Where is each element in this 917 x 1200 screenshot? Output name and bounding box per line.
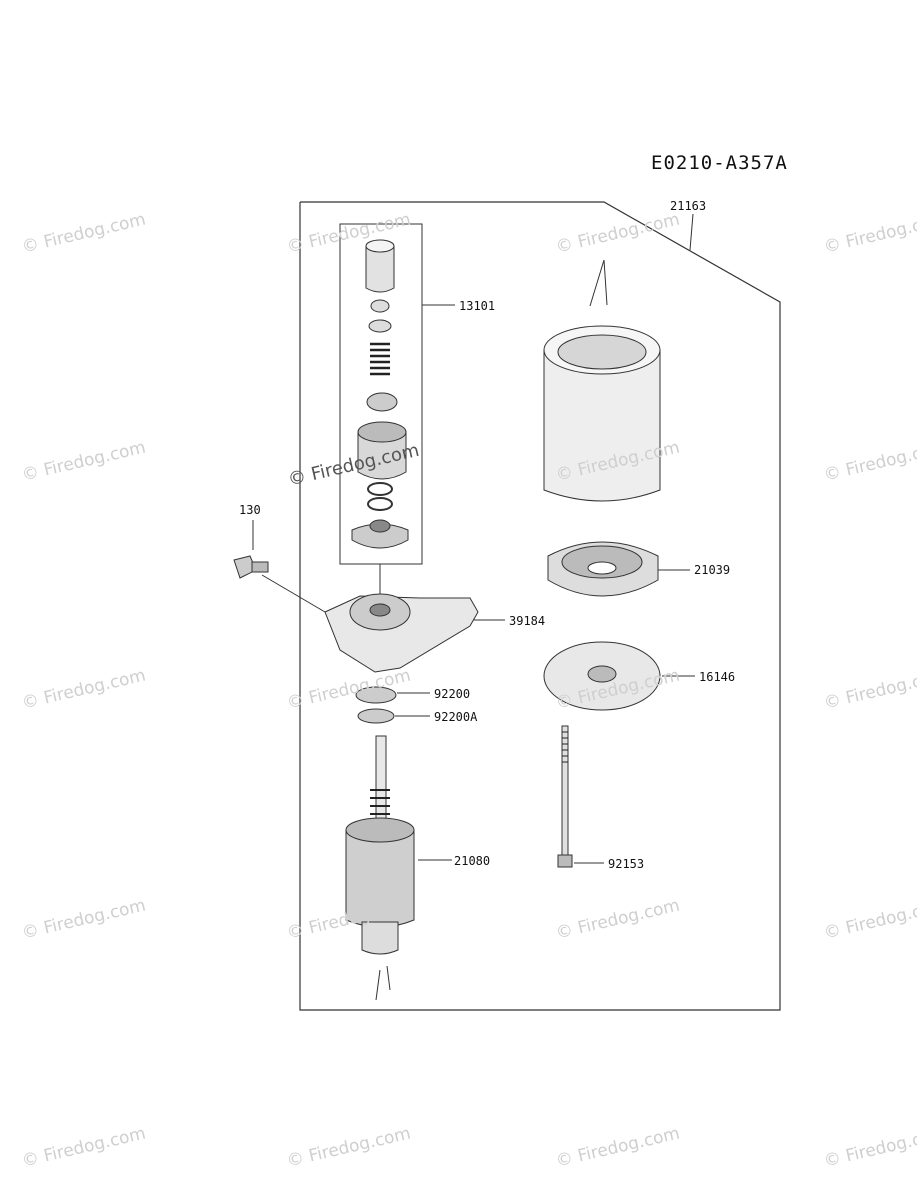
part-label-92153[interactable]: 92153 [608,857,645,871]
part-label-13101[interactable]: 13101 [459,299,496,313]
washer-92200-drawing [355,686,397,704]
pinion-assembly-box [339,223,423,565]
bolt-drawing [233,555,269,579]
part-label-21039[interactable]: 21039 [694,563,731,577]
pinion-assembly-drawing [351,239,409,549]
end-plate-drawing [543,641,661,711]
part-label-92200[interactable]: 92200 [434,687,471,701]
part-label-21080[interactable]: 21080 [454,854,491,868]
diagram-code: E0210-A357A [651,152,788,174]
part-label-130[interactable]: 130 [239,503,261,517]
part-label-16146[interactable]: 16146 [699,670,736,684]
washer-92200a-drawing [357,708,395,724]
yoke-housing-drawing [543,325,661,502]
brush-holder-drawing [547,541,659,597]
part-label-39184[interactable]: 39184 [509,614,546,628]
bracket-drawing [324,593,479,673]
assembly-frame [299,201,781,1011]
armature-drawing [345,735,415,955]
part-label-21163[interactable]: 21163 [670,199,707,213]
part-label-92200a[interactable]: 92200A [434,710,478,724]
leader-lines [252,213,695,1001]
through-bolt-drawing [557,725,573,868]
